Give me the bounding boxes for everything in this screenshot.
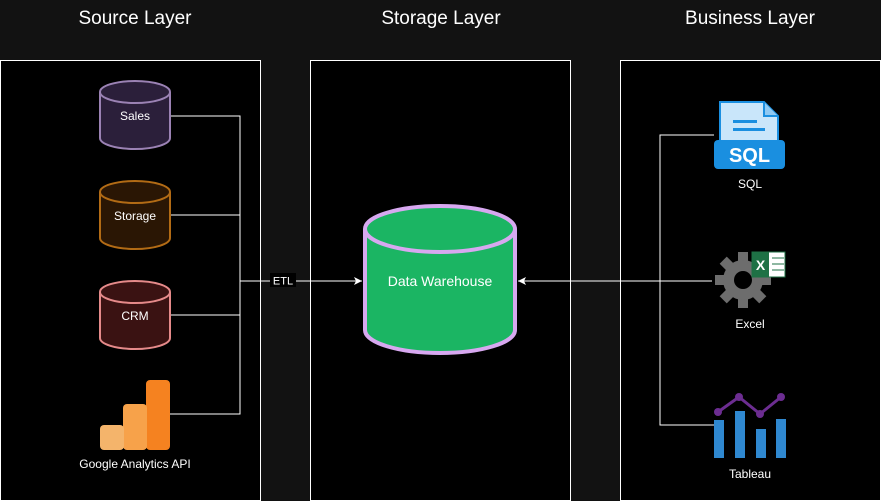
tableau-label: Tableau (729, 467, 771, 481)
excel-icon-text: X (756, 257, 766, 273)
storage-database[interactable]: Storage (99, 180, 171, 250)
sales-label: Sales (120, 109, 150, 123)
storage-layer-title: Storage Layer (381, 8, 501, 29)
excel-gear-icon[interactable]: X (715, 251, 786, 308)
crm-database[interactable]: CRM (99, 280, 171, 350)
tableau-chart-icon[interactable] (714, 393, 786, 458)
storage-label: Storage (114, 209, 156, 223)
source-layer-title: Source Layer (78, 8, 192, 29)
sales-database[interactable]: Sales (99, 80, 171, 150)
etl-label: ETL (273, 276, 293, 288)
data-warehouse[interactable]: Data Warehouse (363, 204, 517, 355)
etl-label-bg (270, 273, 296, 287)
excel-label: Excel (735, 317, 764, 331)
sql-file-icon[interactable]: SQL (714, 101, 785, 169)
business-layer-title: Business Layer (685, 8, 815, 29)
crm-label: CRM (121, 309, 148, 323)
business-connectors (518, 134, 714, 426)
sql-label: SQL (738, 177, 762, 191)
google-analytics-label: Google Analytics API (79, 457, 190, 471)
google-analytics-icon[interactable] (100, 380, 170, 450)
data-warehouse-label: Data Warehouse (388, 273, 493, 289)
source-connectors (170, 115, 241, 415)
sql-icon-text: SQL (729, 145, 770, 167)
